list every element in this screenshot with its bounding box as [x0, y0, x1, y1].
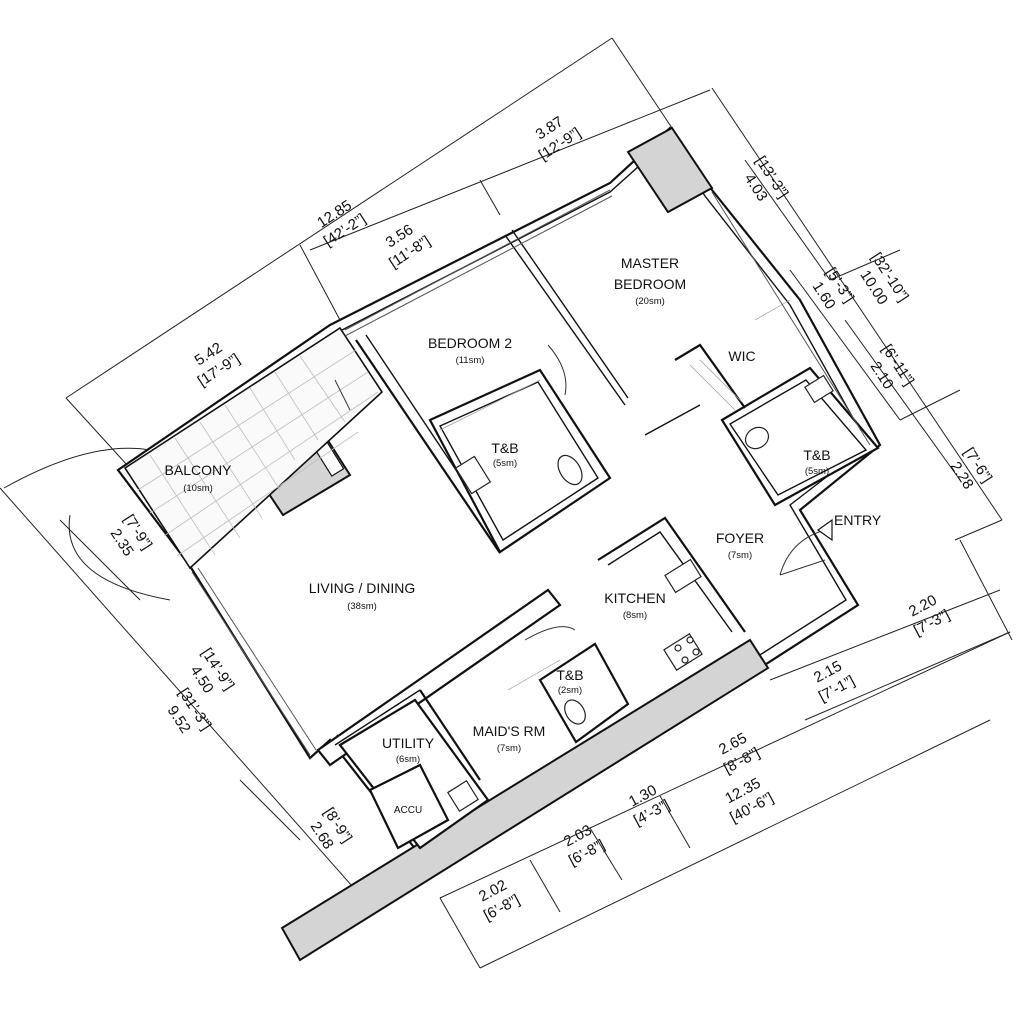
- foyer-label: FOYER: [716, 530, 764, 546]
- tb-master-label: T&B: [803, 447, 830, 463]
- interior-walls: [316, 229, 880, 850]
- living-label: LIVING / DINING: [309, 580, 416, 596]
- living-area: (38sm): [347, 601, 377, 612]
- tb-bed2-label: T&B: [491, 440, 518, 456]
- balcony-area: (10sm): [183, 483, 213, 494]
- fixtures: [439, 299, 834, 812]
- balcony-label: BALCONY: [165, 462, 233, 478]
- windows: [191, 189, 871, 756]
- tb-master-area: (5sm): [805, 466, 829, 477]
- kitchen-label: KITCHEN: [604, 590, 665, 606]
- bedroom2-label: BEDROOM 2: [428, 335, 512, 351]
- maids-label: MAID'S RM: [473, 723, 546, 739]
- master-label-1: MASTER: [621, 255, 679, 271]
- master-label-2: BEDROOM: [614, 276, 686, 292]
- tb-maid-label: T&B: [556, 667, 583, 683]
- entry-label: ENTRY: [834, 512, 882, 528]
- utility-area: (6sm): [396, 754, 420, 765]
- exterior-wall-bottom: [280, 638, 770, 962]
- balcony-tiles: [123, 326, 384, 570]
- utility-label: UTILITY: [382, 735, 435, 751]
- tb-bed2-area: (5sm): [493, 458, 517, 469]
- tb-maid-area: (2sm): [558, 685, 582, 696]
- wic-label: WIC: [728, 348, 755, 364]
- column-top-right: [626, 126, 714, 214]
- accu-label: ACCU: [394, 805, 422, 816]
- maids-area: (7sm): [497, 743, 521, 754]
- master-area: (20sm): [635, 296, 665, 307]
- entry-arrow-icon: [816, 518, 833, 542]
- room-labels: MASTER BEDROOM (20sm) BEDROOM 2 (11sm) W…: [165, 255, 882, 816]
- doors: [334, 344, 833, 641]
- dimension-lines: [0, 37, 1013, 969]
- bedroom2-area: (11sm): [456, 355, 485, 366]
- foyer-area: (7sm): [728, 550, 752, 561]
- kitchen-area: (8sm): [623, 610, 647, 621]
